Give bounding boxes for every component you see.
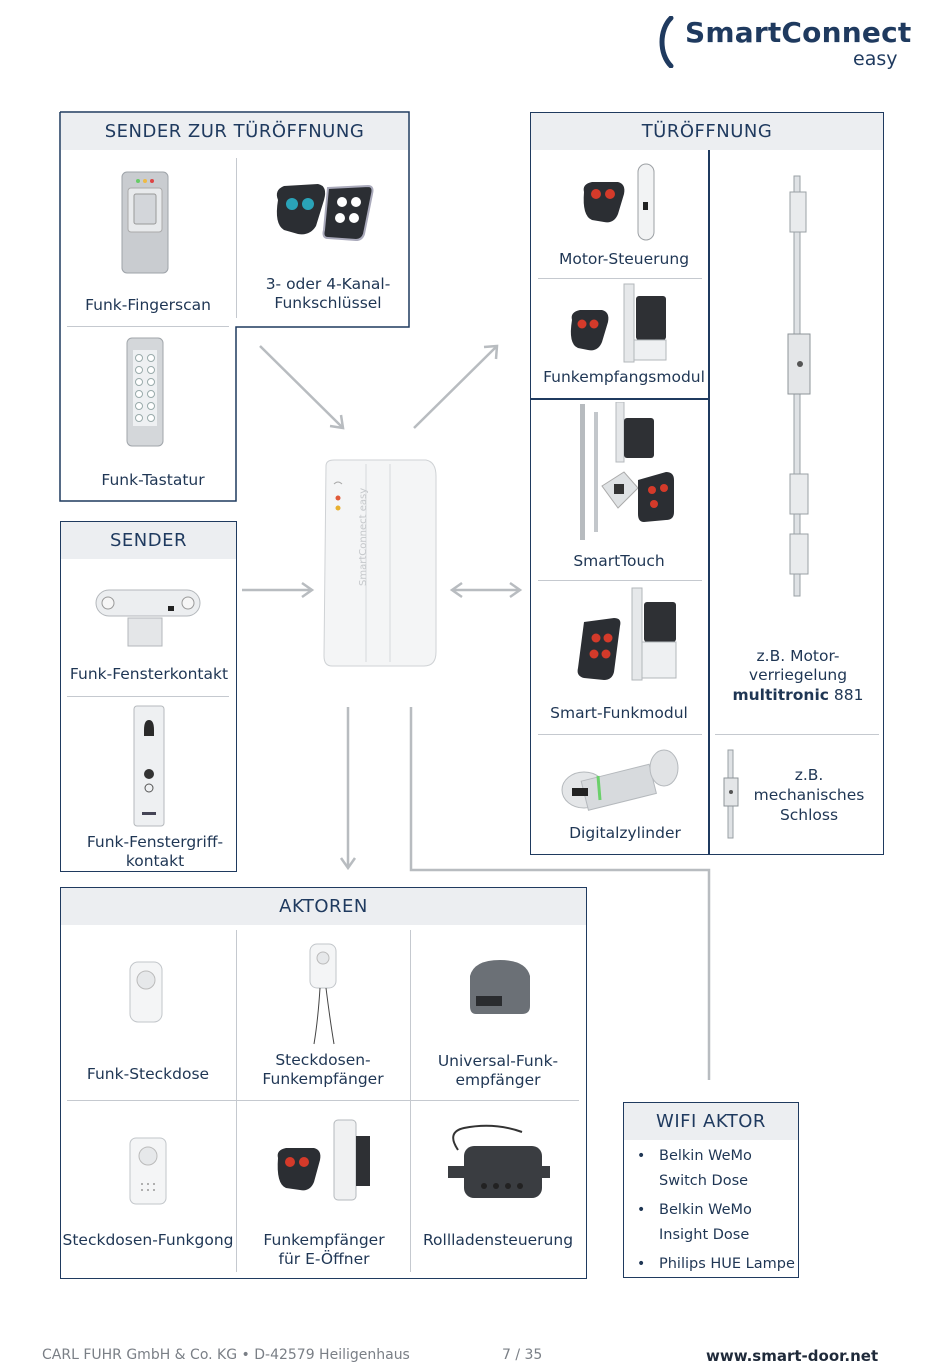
- smarttouch-image: [580, 402, 674, 540]
- arrow-sender-door-to-device: [259, 345, 345, 430]
- label-universal-funkempfaenger-1: Universal-Funk-: [437, 1052, 559, 1070]
- footer-website-link[interactable]: www.smart-door.net: [706, 1347, 879, 1365]
- footer-page-number: 7 / 35: [502, 1347, 543, 1363]
- motor-control-image: [583, 163, 655, 241]
- divider: [236, 158, 237, 318]
- divider: [236, 930, 237, 1272]
- divider: [538, 734, 702, 735]
- label-kanal-funkschluessel-1: 3- oder 4-Kanal-: [265, 275, 391, 293]
- label-funk-fenstergriff-1: Funk-Fenstergriff-: [86, 833, 224, 851]
- divider: [715, 734, 879, 735]
- sender-door-title: SENDER ZUR TÜRÖFFNUNG: [104, 121, 365, 142]
- sender-title: SENDER: [61, 522, 236, 559]
- label-kanal-funkschluessel-2: Funkschlüssel: [274, 294, 382, 312]
- label-funkempfaenger-e-oeffner-1: Funkempfänger: [263, 1231, 385, 1249]
- device-vertical-text: SmartConnect easy: [358, 487, 369, 586]
- label-funk-tastatur: Funk-Tastatur: [101, 471, 205, 489]
- label-motor-lock-1: z.B. Motor-: [756, 647, 840, 665]
- arrow-device-to-door: [413, 344, 499, 429]
- label-mech-lock-3: Schloss: [779, 806, 839, 824]
- motor-lock-model-number: 881: [833, 686, 864, 704]
- sender-door-box-outline: [59, 111, 410, 502]
- window-contact-image: [95, 589, 201, 647]
- digital-cylinder-image: [561, 749, 679, 811]
- wifi-bullet-item: • Belkin WeMo Switch Dose: [637, 1148, 752, 1189]
- wifi-item-line: Belkin WeMo: [659, 1202, 752, 1218]
- label-mech-lock-1: z.B.: [794, 766, 824, 784]
- socket-chime-image: [129, 1137, 167, 1205]
- actuators-title: AKTOREN: [61, 888, 586, 925]
- wifi-bullet-item: • Belkin WeMo Insight Dose: [637, 1202, 752, 1243]
- smartconnect-device-image: [323, 459, 437, 667]
- label-motor-lock-2: verriegelung: [748, 666, 848, 684]
- label-funkempfaenger-e-oeffner-2: für E-Öffner: [278, 1250, 370, 1268]
- label-rollladensteuerung: Rollladensteuerung: [422, 1231, 574, 1249]
- shutter-control-image: [448, 1124, 550, 1198]
- label-smart-funkmodul: Smart-Funkmodul: [550, 704, 688, 722]
- logo: SmartConnect easy: [655, 14, 911, 74]
- arrow-device-to-actuators: [339, 707, 357, 871]
- radio-socket-image: [129, 961, 163, 1023]
- divider: [67, 696, 229, 697]
- wifi-item-line: Belkin WeMo: [659, 1148, 752, 1164]
- label-funk-fenstergriff-2: kontakt: [125, 852, 185, 870]
- label-funk-fingerscan: Funk-Fingerscan: [85, 296, 211, 314]
- fingerscan-image: [121, 171, 169, 274]
- divider: [538, 580, 702, 581]
- label-motor-lock-3: multitronic 881: [712, 686, 884, 705]
- logo-brand: SmartConnect: [685, 16, 912, 49]
- line-device-to-wifi: [409, 707, 711, 1080]
- label-funk-steckdose: Funk-Steckdose: [86, 1065, 210, 1083]
- wifi-item-line: Switch Dose: [659, 1173, 749, 1189]
- wifi-actuator-title: WIFI AKTOR: [624, 1103, 798, 1140]
- label-funkempfangsmodul: Funkempfangsmodul: [543, 368, 705, 386]
- label-funk-fensterkontakt: Funk-Fensterkontakt: [69, 665, 229, 683]
- door-opening-box: TÜRÖFFNUNG: [530, 112, 884, 855]
- arrow-device-door-bidirectional: [449, 581, 523, 599]
- label-smarttouch: SmartTouch: [573, 552, 665, 570]
- motor-lock-model-name: multitronic: [732, 686, 829, 704]
- label-steckdosen-funkgong: Steckdosen-Funkgong: [62, 1231, 234, 1249]
- label-universal-funkempfaenger-2: empfänger: [455, 1071, 541, 1089]
- door-opening-title: TÜRÖFFNUNG: [531, 113, 883, 150]
- wifi-item-line: Insight Dose: [659, 1227, 750, 1243]
- wifi-bullet-list: • Belkin WeMo Switch Dose • Belkin WeMo …: [636, 1144, 809, 1277]
- window-handle-contact-image: [133, 705, 165, 827]
- label-steckdosen-funkempfaenger-2: Funkempfänger: [262, 1070, 384, 1088]
- logo-bracket-icon: [659, 16, 674, 68]
- divider: [538, 278, 702, 279]
- arrow-sender-to-device: [242, 581, 315, 599]
- divider: [67, 326, 229, 327]
- divider: [410, 930, 411, 1272]
- footer-company: CARL FUHR GmbH & Co. KG • D-42579 Heilig…: [42, 1347, 410, 1363]
- smart-radio-module-image: [577, 587, 677, 681]
- socket-receiver-image: [309, 943, 337, 1045]
- wifi-actuator-box: WIFI AKTOR: [623, 1102, 799, 1278]
- divider: [531, 398, 709, 400]
- logo-sub: easy: [853, 48, 898, 70]
- label-motor-steuerung: Motor-Steuerung: [558, 250, 690, 268]
- keyfobs-image: [276, 184, 374, 242]
- mechanical-lock-image: [723, 749, 739, 839]
- keypad-image: [126, 337, 164, 447]
- divider: [67, 1100, 579, 1101]
- door-opener-receiver-image: [277, 1119, 370, 1201]
- label-mech-lock-2: mechanisches: [753, 786, 865, 804]
- divider: [708, 150, 710, 854]
- receiver-module-image: [570, 283, 667, 363]
- wifi-item-line: Philips HUE Lampe: [659, 1256, 795, 1272]
- motor-lock-image: [787, 175, 811, 597]
- universal-receiver-image: [470, 960, 530, 1014]
- label-digitalzylinder: Digitalzylinder: [569, 824, 681, 842]
- wifi-bullet-item: • Philips HUE Lampe: [637, 1256, 795, 1272]
- label-steckdosen-funkempfaenger-1: Steckdosen-: [275, 1051, 371, 1069]
